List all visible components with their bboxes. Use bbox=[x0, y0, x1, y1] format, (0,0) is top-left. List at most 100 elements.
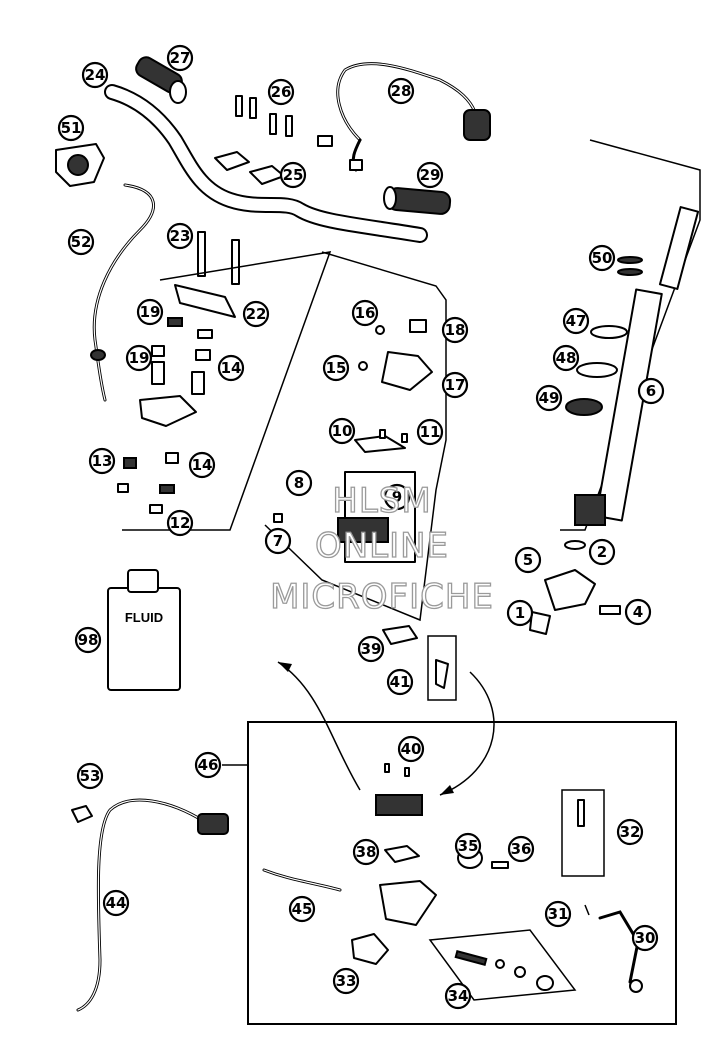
callout-26: 26 bbox=[267, 78, 295, 106]
callout-22: 22 bbox=[242, 300, 270, 328]
callout-13a: 13 bbox=[88, 447, 116, 475]
svg-text:36: 36 bbox=[511, 840, 532, 858]
svg-text:19: 19 bbox=[140, 303, 161, 321]
svg-text:4: 4 bbox=[633, 603, 643, 621]
steering-stem bbox=[560, 139, 701, 531]
svg-text:14: 14 bbox=[221, 359, 242, 377]
callout-41: 41 bbox=[386, 668, 414, 696]
throttle-cable bbox=[90, 183, 155, 402]
throttle-housing bbox=[55, 143, 105, 187]
callout-35: 35 bbox=[454, 832, 482, 860]
fluid-label: FLUID bbox=[125, 610, 163, 625]
svg-text:8: 8 bbox=[294, 474, 304, 492]
callout-19b: 19 bbox=[125, 344, 153, 372]
callout-19a: 19 bbox=[136, 298, 164, 326]
svg-text:52: 52 bbox=[71, 233, 92, 251]
callout-34: 34 bbox=[444, 982, 472, 1010]
callout-14b: 14 bbox=[188, 451, 216, 479]
callout-53: 53 bbox=[76, 762, 104, 790]
left-grip bbox=[135, 56, 187, 104]
callout-5: 5 bbox=[514, 546, 542, 574]
callout-52: 52 bbox=[67, 228, 95, 256]
right-grip bbox=[383, 186, 452, 215]
svg-text:16: 16 bbox=[355, 304, 376, 322]
svg-text:26: 26 bbox=[271, 83, 292, 101]
callout-25: 25 bbox=[279, 161, 307, 189]
svg-text:41: 41 bbox=[390, 673, 411, 691]
svg-text:32: 32 bbox=[620, 823, 641, 841]
switch-harness bbox=[317, 62, 491, 172]
svg-text:35: 35 bbox=[458, 837, 479, 855]
svg-text:33: 33 bbox=[336, 972, 357, 990]
callout-44: 44 bbox=[102, 889, 130, 917]
svg-text:49: 49 bbox=[539, 389, 560, 407]
svg-text:11: 11 bbox=[420, 423, 441, 441]
callout-27: 27 bbox=[166, 44, 194, 72]
callout-30: 30 bbox=[631, 924, 659, 952]
svg-text:46: 46 bbox=[198, 756, 219, 774]
svg-text:38: 38 bbox=[356, 843, 377, 861]
callout-38: 38 bbox=[352, 838, 380, 866]
svg-text:28: 28 bbox=[391, 82, 412, 100]
svg-text:13: 13 bbox=[92, 452, 113, 470]
callout-32: 32 bbox=[616, 818, 644, 846]
svg-text:45: 45 bbox=[292, 900, 313, 918]
callout-51: 51 bbox=[57, 114, 85, 142]
callout-39: 39 bbox=[357, 635, 385, 663]
svg-text:98: 98 bbox=[78, 631, 99, 649]
svg-text:47: 47 bbox=[566, 312, 587, 330]
svg-text:48: 48 bbox=[556, 349, 577, 367]
reservoir-cover bbox=[382, 625, 457, 701]
svg-text:22: 22 bbox=[246, 305, 267, 323]
svg-text:39: 39 bbox=[361, 640, 382, 658]
callout-7: 7 bbox=[264, 527, 292, 555]
callout-46: 46 bbox=[194, 751, 222, 779]
callout-33: 33 bbox=[332, 967, 360, 995]
svg-text:31: 31 bbox=[548, 905, 569, 923]
svg-text:9: 9 bbox=[392, 488, 402, 506]
svg-text:17: 17 bbox=[445, 376, 466, 394]
clamp-bolts-lower bbox=[197, 231, 240, 285]
fluid-bottle: FLUID bbox=[107, 569, 181, 691]
callout-40: 40 bbox=[397, 735, 425, 763]
callout-17: 17 bbox=[441, 371, 469, 399]
callout-16: 16 bbox=[351, 299, 379, 327]
callout-6: 6 bbox=[637, 377, 665, 405]
callout-18: 18 bbox=[441, 316, 469, 344]
svg-text:15: 15 bbox=[326, 359, 347, 377]
callout-10: 10 bbox=[328, 417, 356, 445]
svg-text:25: 25 bbox=[283, 166, 304, 184]
svg-text:50: 50 bbox=[592, 249, 613, 267]
svg-text:53: 53 bbox=[80, 767, 101, 785]
handlebar bbox=[104, 84, 428, 243]
svg-text:27: 27 bbox=[170, 49, 191, 67]
svg-text:10: 10 bbox=[332, 422, 353, 440]
callout-49: 49 bbox=[535, 384, 563, 412]
svg-text:14: 14 bbox=[192, 456, 213, 474]
svg-text:HLSM: HLSM bbox=[332, 481, 431, 521]
svg-text:MICROFICHE: MICROFICHE bbox=[270, 577, 494, 617]
svg-text:2: 2 bbox=[597, 543, 607, 561]
callout-15: 15 bbox=[322, 354, 350, 382]
svg-text:18: 18 bbox=[445, 321, 466, 339]
svg-text:7: 7 bbox=[273, 532, 283, 550]
svg-text:5: 5 bbox=[523, 551, 533, 569]
svg-text:44: 44 bbox=[106, 894, 127, 912]
callout-29: 29 bbox=[416, 161, 444, 189]
svg-text:19: 19 bbox=[129, 349, 150, 367]
reference-arrows bbox=[277, 661, 495, 796]
svg-text:51: 51 bbox=[61, 119, 82, 137]
svg-text:1: 1 bbox=[515, 604, 525, 622]
callout-12: 12 bbox=[166, 509, 194, 537]
callout-23: 23 bbox=[166, 222, 194, 250]
callout-48: 48 bbox=[552, 344, 580, 372]
svg-text:24: 24 bbox=[85, 66, 106, 84]
svg-text:12: 12 bbox=[170, 514, 191, 532]
front-brake-master bbox=[529, 540, 621, 635]
svg-text:29: 29 bbox=[420, 166, 441, 184]
clamp-bolts bbox=[235, 95, 293, 137]
callout-28: 28 bbox=[387, 77, 415, 105]
callout-47: 47 bbox=[562, 307, 590, 335]
callout-24: 24 bbox=[81, 61, 109, 89]
